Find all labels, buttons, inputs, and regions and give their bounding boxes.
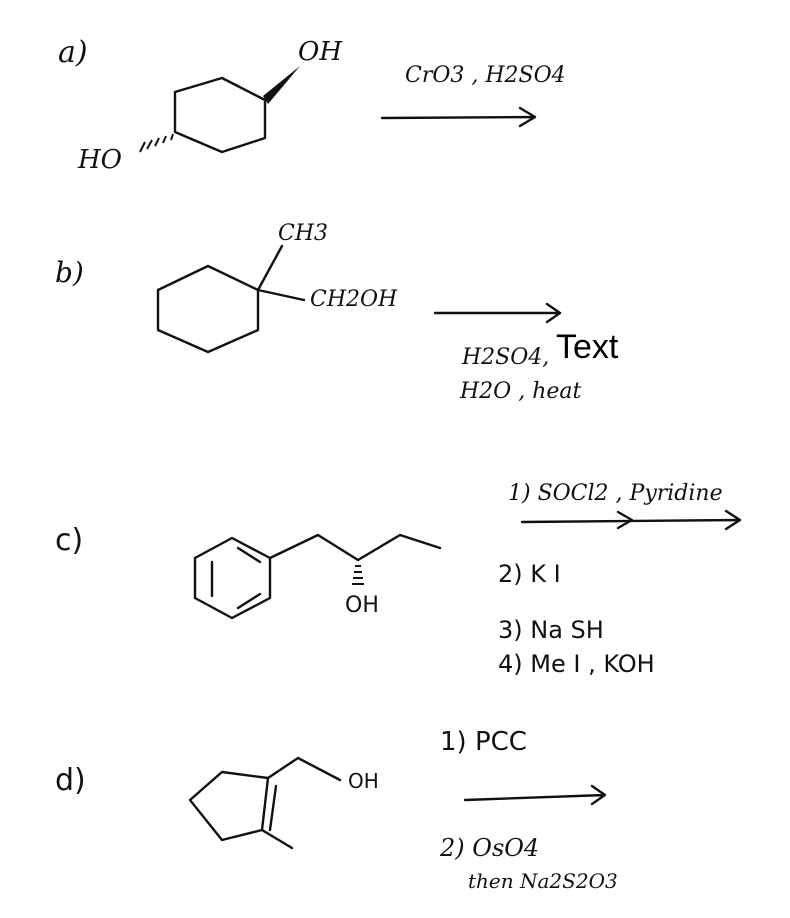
- methyl-bond: [260, 828, 294, 850]
- hydroxyl-label-top: OH: [298, 37, 343, 67]
- benzene-ring: [193, 536, 272, 620]
- reagents-c-step1: 1) SOCl2 , Pyridine: [508, 481, 723, 506]
- methyl-label: CH3: [278, 221, 328, 246]
- hashed-bond: [139, 133, 174, 153]
- problem-d: d) OH 1) PCC 2) OsO4 then Na2S2O3: [55, 727, 618, 893]
- hydroxyl-label: OH: [348, 769, 379, 793]
- problem-c: c) OH 1) SOCl2 , Pyridine 2) K I 3) Na S…: [55, 481, 742, 678]
- reagents-c-step4: 4) Me I , KOH: [498, 650, 655, 678]
- problem-a: a) OH HO CrO3 , H2SO4: [58, 35, 566, 175]
- arrow-mark: [616, 510, 634, 530]
- reagents-d-step2: 2) OsO4: [439, 834, 539, 862]
- hydroxyl-label-bottom: HO: [77, 145, 122, 175]
- ring-double-bond: [268, 784, 278, 832]
- cyclohexane-ring: [156, 264, 260, 354]
- reagents-a: CrO3 , H2SO4: [405, 63, 566, 88]
- cyclohexane-ring: [173, 76, 267, 154]
- reagents-b-line2: H2O , heat: [459, 379, 582, 404]
- wedge-bond: [263, 66, 300, 104]
- overlay-text-label: Text: [556, 328, 619, 366]
- hydroxyl-label: OH: [345, 593, 379, 618]
- alkyl-chain: [268, 533, 442, 562]
- reagents-c-step3: 3) Na SH: [498, 616, 604, 644]
- hydroxymethyl-label: CH2OH: [310, 287, 398, 312]
- reaction-arrow-d: [463, 784, 607, 806]
- benzene-double-bonds: [210, 546, 262, 610]
- hydroxymethyl-bond: [256, 288, 306, 302]
- reaction-arrow-a: [380, 106, 537, 128]
- problem-b: b) CH3 CH2OH H2SO4, H2O , heat Text: [55, 221, 619, 404]
- reagents-b-line1: H2SO4,: [461, 345, 549, 370]
- problem-c-label: c): [55, 523, 83, 558]
- reaction-arrow-b: [433, 302, 562, 324]
- problem-d-label: d): [55, 763, 86, 798]
- reagents-d-step2-workup: then Na2S2O3: [468, 869, 618, 893]
- hydroxymethyl-bond: [266, 756, 342, 782]
- cyclopentene-ring: [188, 770, 270, 842]
- hashed-bond: [352, 565, 364, 585]
- problem-b-label: b): [55, 256, 84, 289]
- methyl-bond: [256, 244, 284, 292]
- reagents-c-step2: 2) K I: [498, 560, 561, 588]
- reagents-d-step1: 1) PCC: [440, 727, 527, 757]
- problem-a-label: a): [58, 35, 88, 70]
